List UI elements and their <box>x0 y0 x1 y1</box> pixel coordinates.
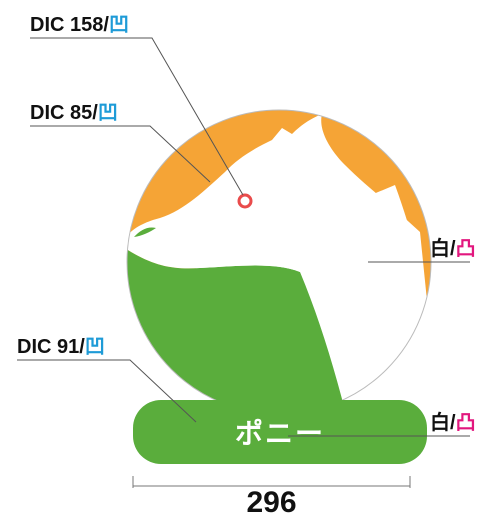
callout-dic91-finish: 凹 <box>84 334 105 358</box>
callout-white-text-sep: / <box>450 412 456 434</box>
callout-white-text-code: 白 <box>430 410 450 434</box>
callout-white-face-sep: / <box>450 238 456 260</box>
leader-dic91 <box>17 359 197 423</box>
callout-dic91-sep: / <box>79 336 85 358</box>
width-dimension-label: 296 <box>246 486 297 519</box>
callout-white-face-code: 白 <box>430 236 450 260</box>
callout-dic85: DIC 85/凹 <box>30 102 118 123</box>
leader-dic158 <box>30 37 244 196</box>
callout-dic85-sep: / <box>92 102 98 124</box>
callout-white-text: 白/凸 <box>430 412 476 433</box>
pony-eye <box>237 193 253 209</box>
callout-dic85-finish: 凹 <box>97 100 118 124</box>
callout-white-face-finish: 凸 <box>455 236 476 260</box>
callout-dic91-code: DIC 91 <box>17 336 80 358</box>
leader-dic85 <box>30 125 211 183</box>
nameplate-text: ポニー <box>234 417 325 450</box>
round-sign <box>127 110 431 414</box>
callout-dic91: DIC 91/凹 <box>17 336 105 357</box>
width-dimension <box>132 476 411 488</box>
callout-dic158: DIC 158/凹 <box>30 14 129 35</box>
pony-head-silhouette <box>127 114 430 330</box>
callout-dic85-code: DIC 85 <box>30 102 93 124</box>
callout-dic158-sep: / <box>103 14 109 36</box>
callout-white-face: 白/凸 <box>430 238 476 259</box>
callout-white-text-finish: 凸 <box>455 410 476 434</box>
leader-lines <box>17 37 470 437</box>
leaf-wisp <box>134 227 156 237</box>
callout-dic158-finish: 凹 <box>108 12 129 36</box>
callout-dic158-code: DIC 158 <box>30 14 104 36</box>
nameplate <box>133 400 427 464</box>
